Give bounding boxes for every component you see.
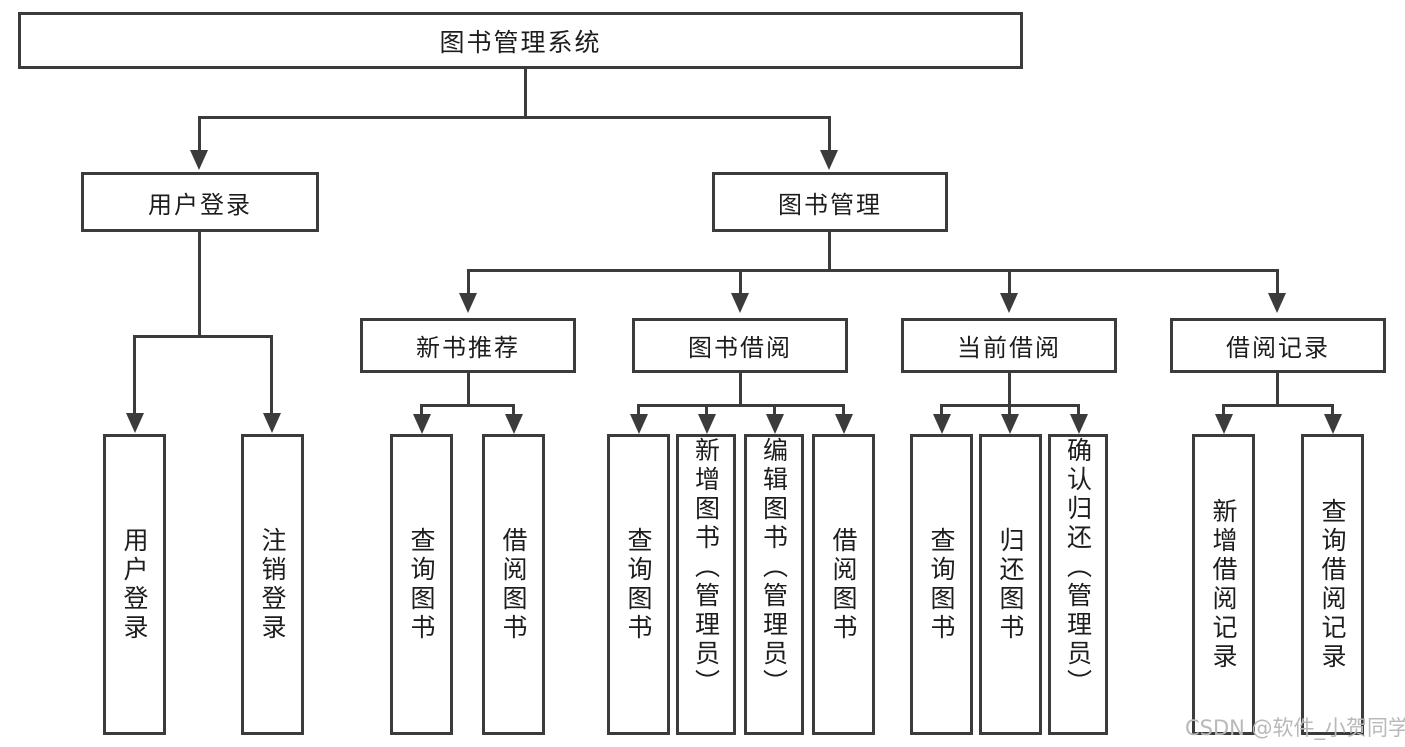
node-label: 图书借阅 [688, 334, 792, 362]
connector-bm-to-new-book [467, 269, 470, 295]
arrowhead-new-book-leaf-2 [505, 414, 523, 434]
arrowhead-bb-leaf-1 [630, 414, 648, 434]
node-borrow-record[interactable]: 借阅记录 [1170, 318, 1386, 373]
node-book-management[interactable]: 图书管理 [712, 172, 948, 232]
connector-user-login-to-leaf-2 [270, 335, 273, 415]
leaf-query-borrow-record[interactable]: 查询借阅记录 [1301, 434, 1364, 735]
arrowhead-bm-current-borrow [1000, 293, 1018, 313]
connector-borrow-record-stem [1276, 373, 1279, 406]
node-book-borrow[interactable]: 图书借阅 [632, 318, 848, 373]
connector-root-stem [524, 69, 527, 117]
connector-new-book-leaf-2 [512, 404, 515, 422]
node-label: 查询图书 [624, 526, 653, 643]
node-label: 归还图书 [996, 526, 1025, 643]
connector-bb-leaf-1 [637, 404, 640, 422]
node-label: 查询图书 [407, 526, 436, 643]
node-label: 图书管理 [778, 190, 882, 219]
node-label: 编辑图书（管理员） [759, 437, 789, 698]
connector-cb-leaf-3 [1077, 404, 1080, 422]
connector-user-login-stem [198, 232, 201, 337]
arrowhead-br-leaf-1 [1215, 414, 1233, 434]
connector-cb-leaf-2 [1008, 404, 1011, 422]
arrowhead-user-login-leaf-1 [126, 413, 144, 433]
node-user-login[interactable]: 用户登录 [81, 172, 319, 232]
arrowhead-bm-book-borrow [731, 293, 749, 313]
arrowhead-bb-leaf-3 [766, 414, 784, 434]
leaf-return-book[interactable]: 归还图书 [979, 434, 1042, 735]
node-label: 注销登录 [258, 526, 287, 643]
connector-new-book-leaf-1 [420, 404, 423, 422]
connector-root-to-book-management [828, 116, 831, 152]
connector-user-login-bar [133, 335, 272, 338]
node-label: 新增图书（管理员） [691, 437, 721, 698]
connector-bm-to-borrow-record [1276, 269, 1279, 295]
leaf-add-book-admin[interactable]: 新增图书（管理员） [676, 434, 736, 735]
node-new-book-recommend[interactable]: 新书推荐 [360, 318, 576, 373]
connector-book-borrow-stem [739, 373, 742, 406]
arrowhead-cb-leaf-1 [933, 414, 951, 434]
node-label: 查询图书 [927, 526, 956, 643]
arrowhead-bm-new-book [459, 293, 477, 313]
arrowhead-new-book-leaf-1 [413, 414, 431, 434]
node-label: 新书推荐 [416, 334, 520, 362]
node-label: 借阅图书 [499, 526, 528, 643]
connector-user-login-to-leaf-1 [133, 335, 136, 415]
node-current-borrow[interactable]: 当前借阅 [901, 318, 1117, 373]
leaf-query-book-current[interactable]: 查询图书 [910, 434, 973, 735]
leaf-edit-book-admin[interactable]: 编辑图书（管理员） [744, 434, 804, 735]
node-label: 用户登录 [148, 190, 252, 219]
connector-book-borrow-bar [637, 404, 845, 407]
arrowhead-cb-leaf-2 [1001, 414, 1019, 434]
arrowhead-user-login-leaf-2 [263, 413, 281, 433]
leaf-logout[interactable]: 注销登录 [241, 434, 304, 735]
connector-borrow-record-bar [1222, 404, 1334, 407]
leaf-user-login[interactable]: 用户登录 [103, 434, 166, 735]
connector-bb-leaf-4 [842, 404, 845, 422]
connector-book-management-stem [828, 232, 831, 270]
node-label: 新增借阅记录 [1209, 497, 1238, 672]
leaf-add-borrow-record[interactable]: 新增借阅记录 [1192, 434, 1255, 735]
arrowhead-bb-leaf-4 [835, 414, 853, 434]
node-label: 查询借阅记录 [1318, 497, 1347, 672]
connector-root-bar [198, 116, 831, 119]
connector-new-book-stem [467, 373, 470, 406]
node-label: 用户登录 [120, 526, 149, 643]
connector-book-management-bar [467, 269, 1279, 272]
node-label: 当前借阅 [957, 334, 1061, 362]
leaf-confirm-return-admin[interactable]: 确认归还（管理员） [1048, 434, 1108, 735]
node-label: 图书管理系统 [439, 27, 602, 57]
arrowhead-bm-borrow-record [1268, 293, 1286, 313]
node-root-book-management-system[interactable]: 图书管理系统 [18, 12, 1023, 69]
connector-current-borrow-stem [1008, 373, 1011, 406]
connector-bm-to-current-borrow [1008, 269, 1011, 295]
arrowhead-bb-leaf-2 [698, 414, 716, 434]
leaf-borrow-book[interactable]: 借阅图书 [812, 434, 875, 735]
connector-bm-to-book-borrow [739, 269, 742, 295]
connector-bb-leaf-3 [773, 404, 776, 422]
connector-bb-leaf-2 [705, 404, 708, 422]
node-label: 确认归还（管理员） [1063, 437, 1093, 698]
connector-br-leaf-1 [1222, 404, 1225, 422]
connector-br-leaf-2 [1331, 404, 1334, 422]
node-label: 借阅图书 [829, 526, 858, 643]
connector-new-book-bar [420, 404, 514, 407]
leaf-query-book-borrow[interactable]: 查询图书 [607, 434, 670, 735]
connector-root-to-user-login [198, 116, 201, 152]
leaf-query-book-recommend[interactable]: 查询图书 [390, 434, 453, 735]
arrowhead-cb-leaf-3 [1070, 414, 1088, 434]
arrowhead-to-user-login [190, 150, 208, 170]
node-label: 借阅记录 [1226, 334, 1330, 362]
arrowhead-br-leaf-2 [1324, 414, 1342, 434]
connector-cb-leaf-1 [940, 404, 943, 422]
arrowhead-to-book-management [820, 150, 838, 170]
leaf-borrow-book-recommend[interactable]: 借阅图书 [482, 434, 545, 735]
